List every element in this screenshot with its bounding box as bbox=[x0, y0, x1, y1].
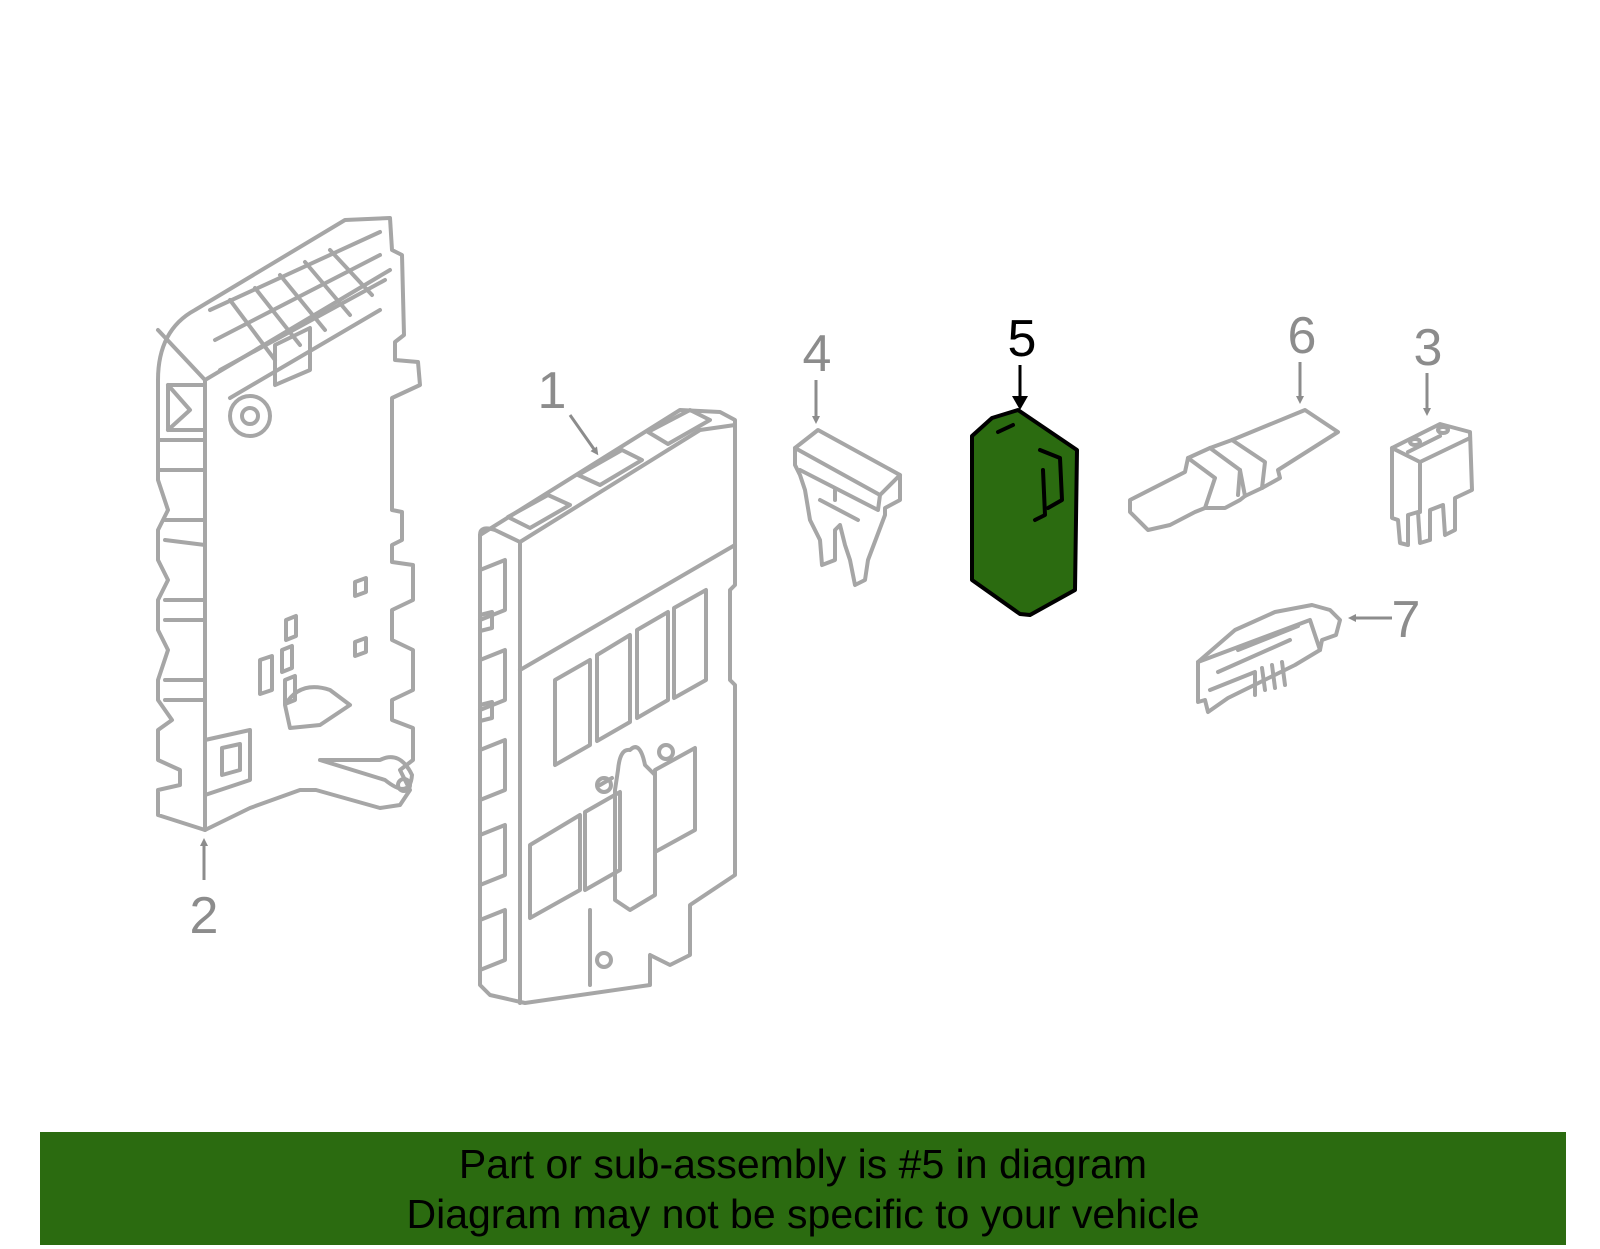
callout-4: 4 bbox=[803, 325, 832, 424]
svg-text:4: 4 bbox=[803, 325, 832, 383]
part-2-fuse-box-frame[interactable] bbox=[156, 216, 422, 832]
callout-5: 5 bbox=[1008, 310, 1037, 410]
info-banner: Part or sub-assembly is #5 in diagram Di… bbox=[40, 1132, 1566, 1245]
banner-line-disclaimer: Diagram may not be specific to your vehi… bbox=[406, 1190, 1200, 1237]
callout-7: 7 bbox=[1348, 591, 1421, 649]
part-1-control-module[interactable] bbox=[478, 408, 737, 1005]
part-3-mini-fuse[interactable] bbox=[1390, 422, 1474, 547]
svg-text:3: 3 bbox=[1414, 319, 1443, 377]
part-5-relay-highlighted[interactable] bbox=[970, 408, 1079, 617]
svg-text:5: 5 bbox=[1008, 310, 1037, 368]
callout-6: 6 bbox=[1288, 307, 1317, 404]
svg-text:1: 1 bbox=[538, 362, 567, 420]
callout-2: 2 bbox=[190, 838, 219, 945]
part-4-fuse[interactable] bbox=[793, 428, 902, 587]
part-7-fuse-puller[interactable] bbox=[1196, 603, 1342, 714]
part-6-terminal[interactable] bbox=[1128, 408, 1340, 532]
svg-text:6: 6 bbox=[1288, 307, 1317, 365]
svg-text:2: 2 bbox=[190, 887, 219, 945]
callout-1: 1 bbox=[538, 362, 599, 456]
svg-text:7: 7 bbox=[1392, 591, 1421, 649]
callout-3: 3 bbox=[1414, 319, 1443, 416]
banner-line-part: Part or sub-assembly is #5 in diagram bbox=[458, 1140, 1148, 1187]
